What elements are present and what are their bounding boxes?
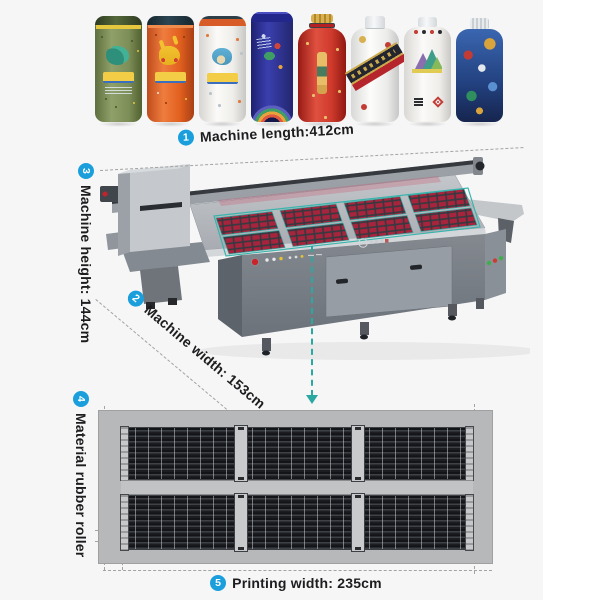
red-cap-band [309,23,335,28]
gold-dots [306,42,309,45]
printing-width-label: Printing width: 235cm [232,575,382,591]
rubber-roller-bottom [120,494,474,551]
bottle-orange-pikachu-tumbler [147,16,194,127]
bottle-cap [199,16,246,26]
bottle-cap [418,17,437,27]
badge-5: 5 [210,575,227,591]
guide-arrow-head [306,395,318,404]
door-handle [410,264,423,270]
machine-body [218,229,506,356]
label-text-lines [256,37,272,49]
background-strip [543,0,600,600]
emergency-stop-button [250,258,259,267]
bottle-cap [251,12,293,22]
gold-cap [311,14,333,23]
printed-tile-panels [215,188,478,255]
rubber-roller-top [120,426,474,481]
roller-bracket [234,425,248,482]
gold-medal [359,36,366,43]
machine-height-label: Machine height: 144cm [78,185,94,344]
indicator-lights [486,256,504,266]
roller-bracket [351,425,365,482]
pattern-dots [206,34,209,37]
badge-4: 4 [73,391,89,407]
squirtle-art [212,48,232,65]
bottle-cap [147,16,194,25]
bottle-body [95,16,142,122]
bottle-opera-mask-art [456,18,503,127]
roller-bracket [351,493,365,552]
bulbasaur-art [106,46,129,65]
red-seal [361,104,367,110]
roller-end-cap [120,426,129,481]
bottle-body [456,29,503,122]
bottle-green-pokemon-tumbler [95,16,142,127]
roller-center-rail [121,480,473,495]
pokemon-logo [103,72,134,83]
floor-shadow [198,342,530,360]
pokemon-logo [207,73,238,84]
uv-flatbed-printer [100,157,530,360]
annotation-material-roller: 4 Material rubber roller [73,391,89,557]
dragon-art [317,52,327,94]
bottle-cap [95,16,142,25]
badge-3: 3 [78,163,94,179]
print-bed [189,174,486,257]
annotation-machine-height: 3 Machine height: 144cm [78,163,94,343]
red-seal [385,42,391,48]
bottle-white-squirtle-tumbler [199,16,246,127]
guide-arrow-line [311,246,313,396]
seal-marks [414,30,418,34]
printing-width-dimension-line [103,570,492,571]
qr-code [414,97,423,106]
roller-end-cap [465,426,474,481]
bottle-red-dragon-liquor [298,14,346,127]
ribbed-cap [470,18,489,29]
legs [262,298,484,356]
print-area-outline [213,187,481,257]
bottle-white-diagonal-band-liquor [344,16,408,127]
door-handle [336,278,349,284]
print-carriage [106,164,210,309]
carriage-slot [140,202,182,211]
roller-bracket [234,493,248,552]
bottle-lid-ring [148,25,193,28]
badge-1: 1 [177,129,195,146]
roller-end-cap [465,494,474,551]
bottle-lid-ring [96,25,141,29]
gantry-beam [100,157,485,213]
label-text-lines [105,87,132,95]
material-rubber-roller-diagram [98,410,493,564]
bottle-body [147,16,194,122]
pokemon-logo [155,72,186,83]
printed-bottles-row [95,8,510,127]
roller-end-cap [120,494,129,551]
pattern-dots [155,34,157,36]
pikachu-art [159,46,180,65]
mountain-art [412,49,442,73]
bottle-cap [365,16,385,29]
brand-logo [358,238,389,248]
bottle-white-landscape-art [404,17,451,127]
material-roller-label: Material rubber roller [73,413,89,558]
bottle-blue-hummingbird [251,12,293,127]
bottle-body [199,16,246,122]
bottle-body [404,27,451,122]
pattern-dots [101,36,103,38]
annotation-printing-width: 5 Printing width: 235cm [96,575,496,591]
bottle-body [251,12,293,122]
